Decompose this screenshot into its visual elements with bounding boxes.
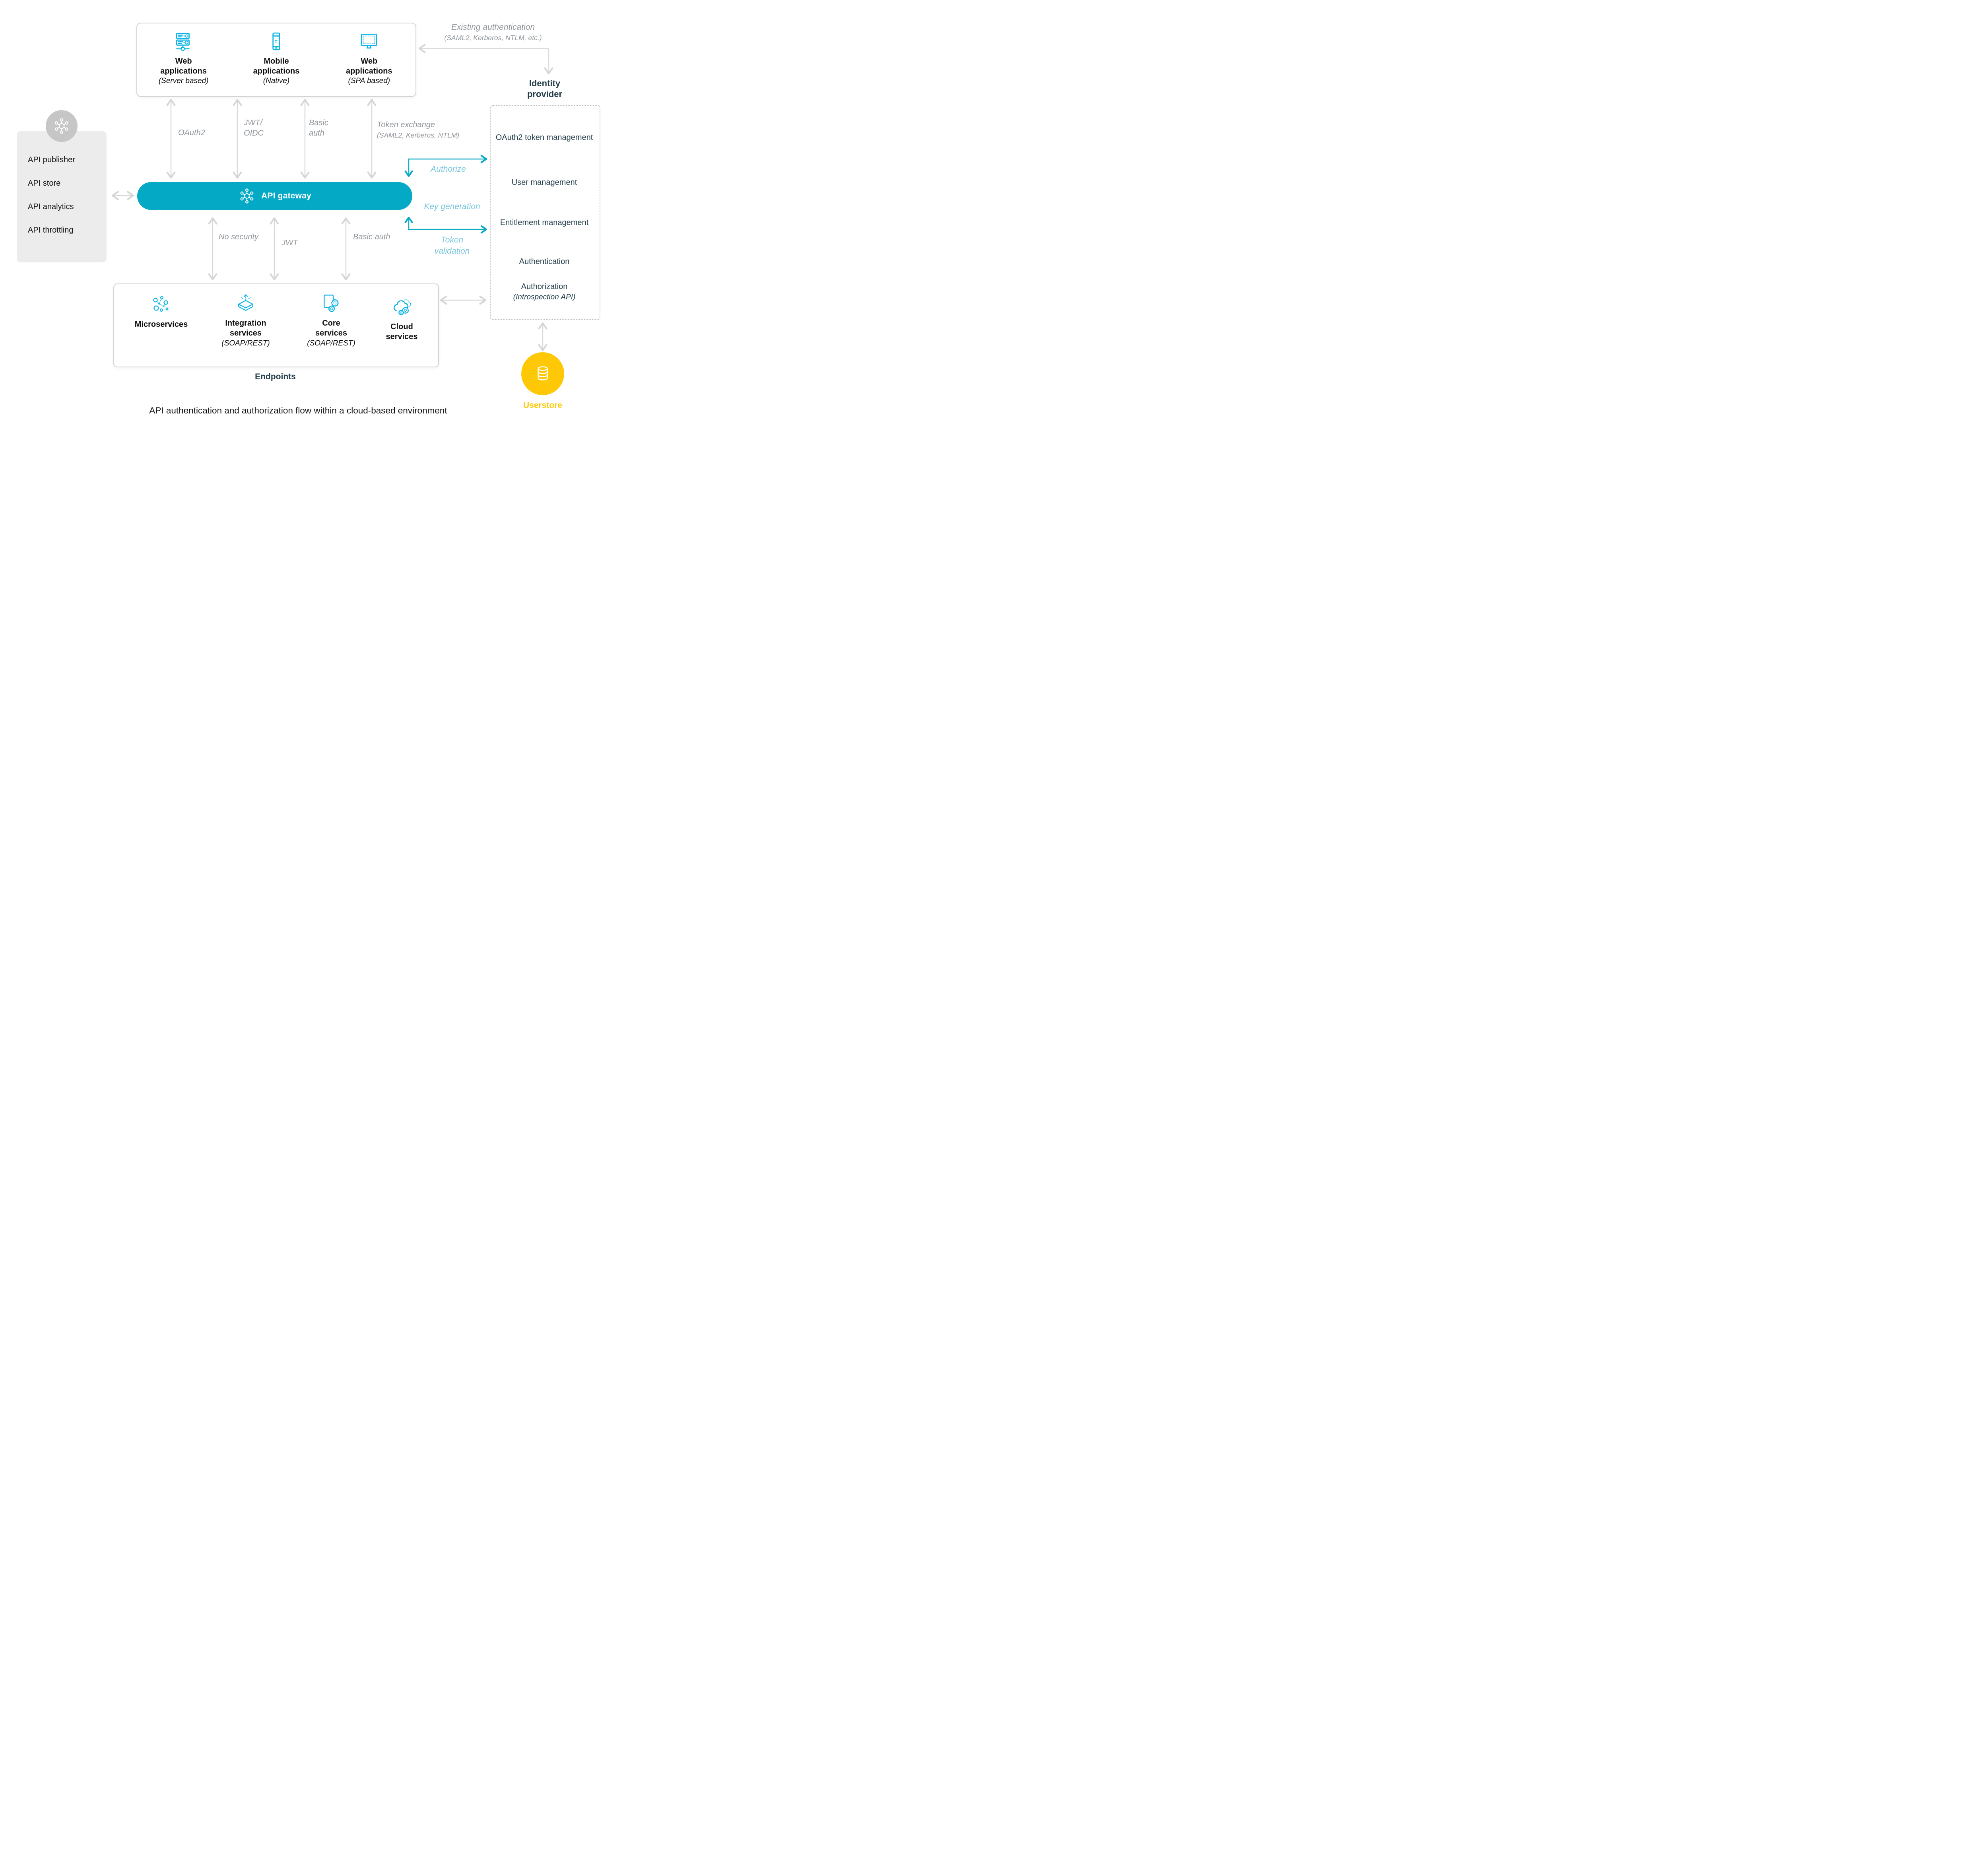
client-app-title: Mobile applications [253,57,300,76]
flow-label-token-exchange: Token exchange (SAML2, Kerberos, NTLM) [377,120,492,140]
mobile-icon [266,31,286,51]
gateway-hub-icon [238,187,256,205]
api-gateway-node: API gateway [137,182,412,210]
flow-label-oauth2: OAuth2 [178,128,205,137]
endpoint-subtitle: (SOAP/REST) [221,339,270,347]
idp-item-authorization: Authorization [521,282,568,291]
endpoint-integration-services: Integration services (SOAP/REST) [214,293,278,348]
idp-item-user-management: User management [511,178,577,187]
flow-label-token-exchange-line2: (SAML2, Kerberos, NTLM) [377,131,460,139]
flow-label-token-validation: Token validation [434,235,470,256]
api-management-item-publisher: API publisher [28,155,75,164]
arrow-existing-auth [418,44,553,75]
existing-auth-line1: Existing authentication [451,23,535,32]
integration-icon [236,293,256,313]
client-apps-box: Web applications (Server based) Mobile a… [136,23,416,97]
existing-auth-line2: (SAML2, Kerberos, NTLM, etc.) [444,34,542,42]
endpoint-title: Core services [315,319,348,338]
flow-label-basic-line2: auth [309,129,324,138]
api-hub-icon [52,117,71,135]
diagram-caption: API authentication and authorization flo… [149,406,447,415]
endpoint-subtitle: (SOAP/REST) [307,339,355,347]
idp-title-line2: provider [527,89,563,99]
api-management-item-store: API store [28,179,61,188]
idp-item-oauth2-token-management: OAuth2 token management [495,133,593,142]
userstore-label: Userstore [523,401,563,410]
client-app-mobile: Mobile applications (Native) [230,23,322,96]
endpoint-cloud-services: Cloud services [371,297,433,342]
api-gateway-label: API gateway [261,191,311,200]
endpoint-core-services: Core services (SOAP/REST) [299,293,363,348]
idp-item-authorization-note: (Introspection API) [513,293,576,301]
identity-provider-box [490,105,600,320]
api-management-box [17,131,107,262]
endpoint-title: Cloud services [386,322,418,341]
userstore-node [521,352,564,395]
arrow-key-generation-token-validation [404,217,487,234]
flow-label-token-exchange-line1: Token exchange [377,120,435,129]
client-app-web-server: Web applications (Server based) [137,23,230,96]
flow-label-authorize: Authorize [431,165,466,174]
microservices-icon [152,295,171,314]
diagram-canvas: Web applications (Server based) Mobile a… [0,0,614,431]
client-app-subtitle: (Native) [263,77,290,85]
endpoint-microservices: Microservices [130,295,192,330]
client-app-title: Web applications [346,57,392,76]
client-app-web-spa: Web applications (SPA based) [323,23,415,96]
endpoints-box [113,283,439,367]
client-app-subtitle: (SPA based) [348,77,390,85]
flow-label-jwt-bottom: JWT [282,239,298,247]
flow-label-no-security: No security [219,233,259,241]
api-management-item-analytics: API analytics [28,202,74,211]
idp-item-authentication: Authentication [519,257,570,266]
api-management-item-throttling: API throttling [28,226,74,235]
idp-item-entitlement-management: Entitlement management [500,218,589,227]
api-management-badge [46,110,78,142]
cloud-icon [392,297,412,316]
endpoint-title: Integration services [225,319,266,338]
flow-label-jwt-line1: JWT/ [244,118,262,127]
server-icon [174,31,194,51]
identity-provider-title: Identity provider [495,78,594,99]
existing-auth-label: Existing authentication (SAML2, Kerberos… [427,22,559,43]
endpoints-label: Endpoints [255,372,296,381]
flow-label-key-generation: Key generation [424,202,480,211]
flow-label-jwt-line2: OIDC [244,129,264,138]
monitor-icon [359,31,379,51]
client-app-title: Web applications [160,57,207,76]
endpoint-title: Microservices [134,320,188,329]
flow-label-jwt-oidc: JWT/ OIDC [244,118,264,138]
flow-label-basic-auth-top: Basic auth [309,118,328,138]
flow-label-basic-auth-bottom: Basic auth [353,233,390,241]
flow-label-basic-line1: Basic [309,118,328,127]
idp-title-line1: Identity [529,78,561,88]
core-services-icon [321,293,341,313]
client-app-subtitle: (Server based) [158,77,209,85]
database-icon [533,364,552,383]
